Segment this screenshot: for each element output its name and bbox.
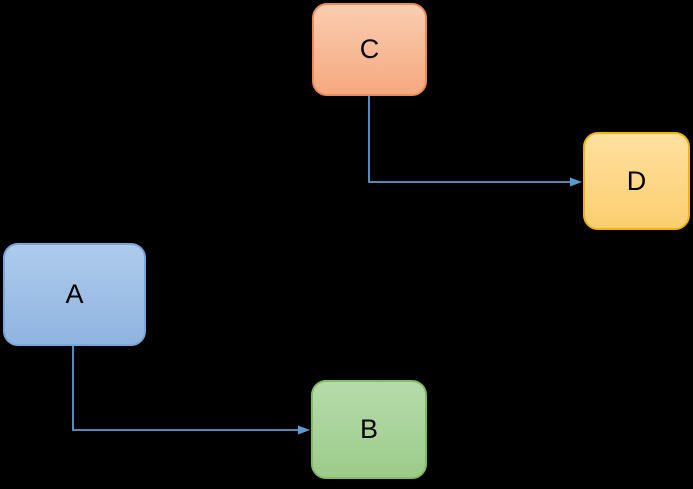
node-D[interactable]: D: [583, 132, 690, 230]
node-A-label: A: [65, 279, 84, 309]
arrowhead-icon: [298, 425, 310, 435]
node-B-label: B: [359, 414, 378, 444]
node-D-label: D: [626, 165, 647, 196]
node-C-label: C: [359, 34, 380, 64]
node-C[interactable]: C: [312, 3, 427, 96]
node-A[interactable]: A: [3, 243, 146, 346]
arrowhead-icon: [570, 177, 582, 187]
edge-C-to-D[interactable]: [368, 96, 582, 187]
edge-A-to-B[interactable]: [72, 346, 310, 435]
node-B[interactable]: B: [311, 380, 427, 479]
